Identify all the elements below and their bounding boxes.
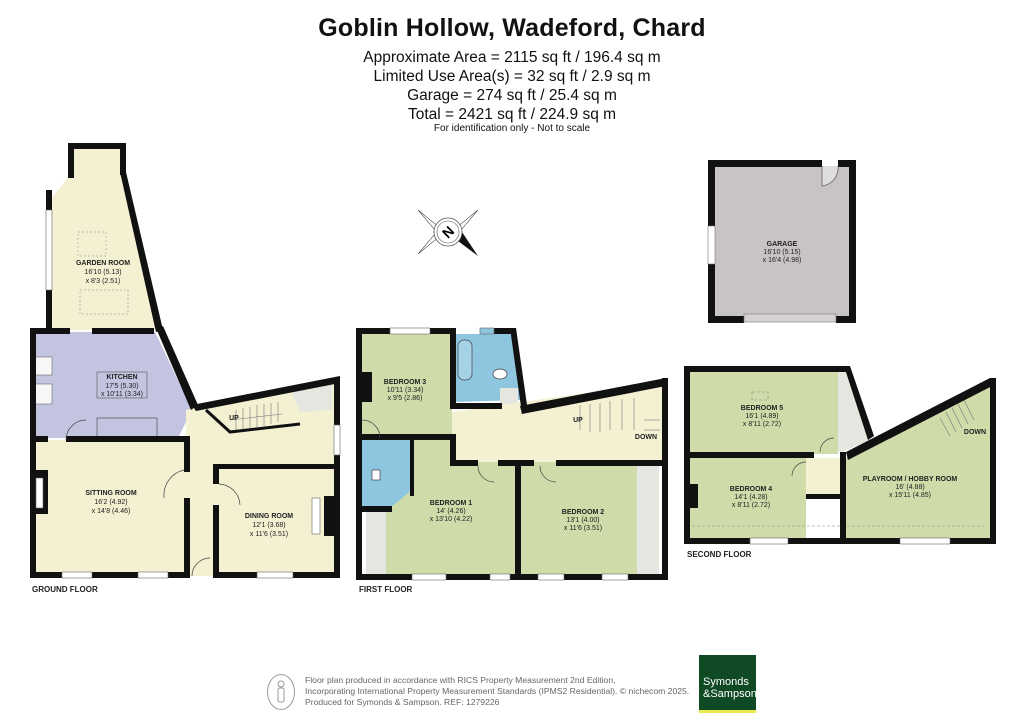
area-summary: Approximate Area = 2115 sq ft / 196.4 sq… [0,48,1024,124]
room-bedroom-5: BEDROOM 5 16'1 (4.89) x 8'11 (2.72) [741,405,784,428]
svg-text:x 9'5 (2.86): x 9'5 (2.86) [388,395,423,402]
svg-text:16'2 (4.92): 16'2 (4.92) [94,499,127,506]
second-stairs-down-label: DOWN [964,429,986,436]
total-area: Total = 2421 sq ft / 224.9 sq m [407,106,617,123]
svg-text:BEDROOM 1: BEDROOM 1 [430,500,473,507]
room-kitchen: KITCHEN 17'5 (5.30) x 10'11 (3.34) [96,371,148,399]
scale-disclaimer: For identification only - Not to scale [433,123,591,134]
svg-text:16'1 (4.89): 16'1 (4.89) [745,413,778,420]
room-garden-room: GARDEN ROOM 16'10 (5.13) x 8'3 (2.51) [76,260,130,285]
room-sitting-room: SITTING ROOM 16'2 (4.92) x 14'8 (4.46) [85,490,137,515]
svg-text:BEDROOM 2: BEDROOM 2 [562,509,605,516]
ground-floor-plan [30,143,341,579]
second-floor-plan [684,366,996,545]
compass-icon: N [417,209,479,256]
svg-text:12'1 (3.68): 12'1 (3.68) [252,522,285,529]
second-floor-label: SECOND FLOOR [687,550,752,559]
svg-text:10'11 (3.34): 10'11 (3.34) [387,387,424,394]
room-bedroom-2: BEDROOM 2 13'1 (4.00) x 11'6 (3.51) [562,509,605,532]
svg-text:x 15'11 (4.85): x 15'11 (4.85) [889,492,931,499]
ground-stairs-up-label: UP [229,415,239,422]
svg-text:PLAYROOM / HOBBY ROOM: PLAYROOM / HOBBY ROOM [863,476,958,483]
footer-line-3: Produced for Symonds & Sampson. REF: 127… [305,697,500,707]
garage-plan [707,160,856,323]
footer-line-1: Floor plan produced in accordance with R… [305,675,616,685]
svg-text:x 10'11 (3.34): x 10'11 (3.34) [101,391,143,398]
svg-text:BEDROOM 4: BEDROOM 4 [730,486,773,493]
svg-text:x 16'4 (4.98): x 16'4 (4.98) [763,257,802,264]
first-floor-plan [356,327,668,581]
svg-text:16'10 (5.15): 16'10 (5.15) [763,249,800,256]
person-scale-icon [267,674,295,710]
first-stairs-down-label: DOWN [635,434,657,441]
garage-area: Garage = 274 sq ft / 25.4 sq m [407,87,617,104]
room-garage: GARAGE 16'10 (5.15) x 16'4 (4.98) [763,241,802,264]
svg-text:x 8'11 (2.72): x 8'11 (2.72) [743,421,781,428]
svg-text:GARDEN ROOM: GARDEN ROOM [76,260,130,267]
svg-text:16'10 (5.13): 16'10 (5.13) [84,269,121,276]
ground-floor-label: GROUND FLOOR [32,585,98,594]
svg-text:SITTING ROOM: SITTING ROOM [85,490,137,497]
svg-text:14' (4.26): 14' (4.26) [436,508,465,515]
limited-use-area: Limited Use Area(s) = 32 sq ft / 2.9 sq … [373,68,651,85]
footer-line-2: Incorporating International Property Mea… [305,686,690,696]
svg-text:14'1 (4.28): 14'1 (4.28) [734,494,767,501]
room-playroom-hobby-room: PLAYROOM / HOBBY ROOM 16' (4.88) x 15'11… [863,476,958,499]
svg-text:x 8'11 (2.72): x 8'11 (2.72) [732,502,770,509]
logo-line-1: Symonds [703,676,749,688]
svg-text:GARAGE: GARAGE [767,241,798,248]
first-floor-label: FIRST FLOOR [359,585,413,594]
svg-text:x 8'3 (2.51): x 8'3 (2.51) [86,278,121,285]
footer-disclaimer: Floor plan produced in accordance with R… [305,675,689,708]
room-dining-room: DINING ROOM 12'1 (3.68) x 11'6 (3.51) [245,513,293,538]
logo-line-2: &Sampson [703,688,757,700]
svg-text:x 11'6 (3.51): x 11'6 (3.51) [564,525,602,532]
room-bedroom-1: BEDROOM 1 14' (4.26) x 13'10 (4.22) [430,500,473,523]
svg-text:DINING ROOM: DINING ROOM [245,513,293,520]
plan-title: Goblin Hollow, Wadeford, Chard [318,14,706,42]
svg-text:17'5 (5.30): 17'5 (5.30) [105,383,138,390]
svg-text:x 11'6 (3.51): x 11'6 (3.51) [250,531,288,538]
svg-text:16' (4.88): 16' (4.88) [895,484,924,491]
svg-text:KITCHEN: KITCHEN [106,374,137,381]
svg-text:x 13'10 (4.22): x 13'10 (4.22) [430,516,473,523]
first-stairs-up-label: UP [573,417,583,424]
agency-logo: Symonds &Sampson [699,655,757,713]
approximate-area: Approximate Area = 2115 sq ft / 196.4 sq… [363,49,661,66]
svg-text:x 14'8 (4.46): x 14'8 (4.46) [92,508,131,515]
svg-text:BEDROOM 3: BEDROOM 3 [384,379,427,386]
room-bedroom-3: BEDROOM 3 10'11 (3.34) x 9'5 (2.86) [384,379,427,402]
room-bedroom-4: BEDROOM 4 14'1 (4.28) x 8'11 (2.72) [730,486,773,509]
svg-text:BEDROOM 5: BEDROOM 5 [741,405,784,412]
svg-text:13'1 (4.00): 13'1 (4.00) [566,517,599,524]
